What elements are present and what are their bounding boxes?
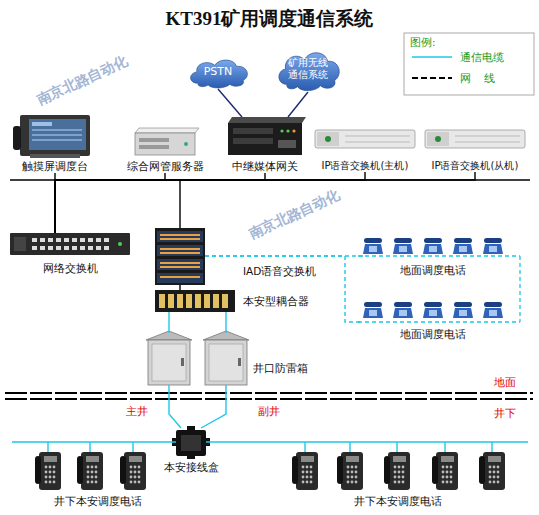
coupler-icon [155, 290, 235, 312]
server-icon [135, 128, 199, 155]
ip-switch: IP语音交换机(从机) [425, 130, 525, 172]
iad-switch-icon [155, 228, 205, 285]
ground-phone-icon [393, 302, 413, 318]
connector [55, 173, 165, 233]
node-label: 中继媒体网关 [232, 160, 298, 173]
server: 综合网管服务器 [127, 128, 204, 173]
iad-switch: IAD语音交换机 [155, 228, 205, 285]
mine-phone-icon [432, 452, 458, 490]
node-label: 综合网管服务器 [127, 160, 204, 173]
node-label: IP语音交换机(主机) [322, 160, 409, 172]
mine-phone-icon [35, 452, 61, 490]
connector [179, 285, 180, 290]
mine-phone-icon [384, 452, 410, 490]
ip-switch-icon [315, 130, 415, 148]
mine-phone-icon [120, 452, 146, 490]
cloud-text-holder: PSTN [185, 55, 251, 89]
legend-network-sample [412, 77, 452, 79]
junction-box: 本安接线盒 [176, 428, 206, 456]
connector [55, 173, 265, 233]
ground-surface-line [5, 393, 533, 399]
shaft-label: 主井 [126, 405, 148, 418]
node-label: 本安接线盒 [164, 461, 219, 474]
connector [169, 312, 226, 333]
ground-phone-group: 地面调度电话 [363, 236, 503, 277]
legend-text: 网 线 [460, 72, 495, 85]
connector [12, 442, 176, 452]
junction-box-icon [172, 426, 210, 459]
cloud-outline [191, 60, 248, 88]
cloud-label: 矿用无线 通信系统 [285, 57, 331, 81]
mine-phone-icon [337, 452, 363, 490]
network-switch: 网络交换机 [10, 233, 130, 275]
media-gateway: 中继媒体网关 [228, 117, 302, 173]
ground-phone-icon [453, 238, 473, 254]
ip-switch: IP语音交换机(主机) [315, 130, 415, 172]
legend-heading: 图例: [410, 36, 436, 49]
ground-phone-cable [358, 256, 520, 322]
mine-phone-icon [292, 452, 318, 490]
connector [205, 256, 363, 322]
zone-label: 井下 [494, 407, 516, 420]
mine-phone-group: 井下本安调度电话 [35, 452, 146, 508]
diagram-title: KT391矿用调度通信系统 [0, 8, 539, 31]
mine-phone-icon [77, 452, 103, 490]
cloud-text-holder: 矿用无线 通信系统 [273, 46, 343, 92]
ground-phone-icon [363, 238, 383, 254]
node-label: 井下本安调度电话 [54, 495, 142, 508]
connector [218, 89, 242, 117]
watermark: 南京北路自动化 [246, 186, 342, 243]
connector [288, 92, 308, 117]
gateway-icon [228, 117, 306, 155]
node-label: 地面调度电话 [400, 264, 466, 277]
ground-phone-icon [393, 238, 413, 254]
legend-frame [404, 33, 534, 95]
cloud-node: PSTN [185, 55, 251, 89]
ground-phone-icon [363, 302, 383, 318]
lightning-box-icon [146, 331, 249, 385]
ground-phone-icon [483, 302, 503, 318]
cloud-label: PSTN [204, 65, 233, 78]
cloud-outline [279, 53, 339, 91]
legend-text: 通信电缆 [460, 51, 504, 64]
ground-phone-group: 地面调度电话 [363, 300, 503, 341]
connector [55, 180, 180, 233]
ground-phone-icon [423, 238, 443, 254]
network-switch-icon [10, 233, 130, 255]
lightning-box: 井口防雷箱 [148, 333, 247, 385]
watermark: 南京北路自动化 [34, 52, 130, 109]
touch-console: 触摸屏调度台 [20, 115, 90, 173]
node-label: 地面调度电话 [400, 328, 466, 341]
node-label: 井下本安调度电话 [354, 495, 442, 508]
ground-phone-icon [423, 302, 443, 318]
coupler: 本安型耦合器 [155, 290, 235, 312]
node-label: IAD语音交换机 [243, 265, 316, 278]
ip-switch-icon [425, 130, 525, 148]
connector [169, 385, 226, 428]
node-label: 网络交换机 [43, 262, 98, 275]
cloud-node: 矿用无线 通信系统 [273, 46, 343, 92]
node-label: 触摸屏调度台 [22, 160, 88, 173]
shaft-label: 副井 [258, 405, 280, 418]
node-label: 井口防雷箱 [253, 362, 308, 375]
ground-phone-icon [453, 302, 473, 318]
zone-label: 地面 [494, 376, 516, 389]
mine-phone-icon [479, 452, 505, 490]
ground-phone-icon [483, 238, 503, 254]
legend-cable-sample [412, 56, 452, 58]
mine-phone-group: 井下本安调度电话 [292, 452, 505, 508]
touch-console-icon [13, 115, 90, 158]
node-label: IP语音交换机(从机) [432, 160, 519, 172]
node-label: 本安型耦合器 [243, 295, 309, 308]
connector [206, 442, 528, 452]
